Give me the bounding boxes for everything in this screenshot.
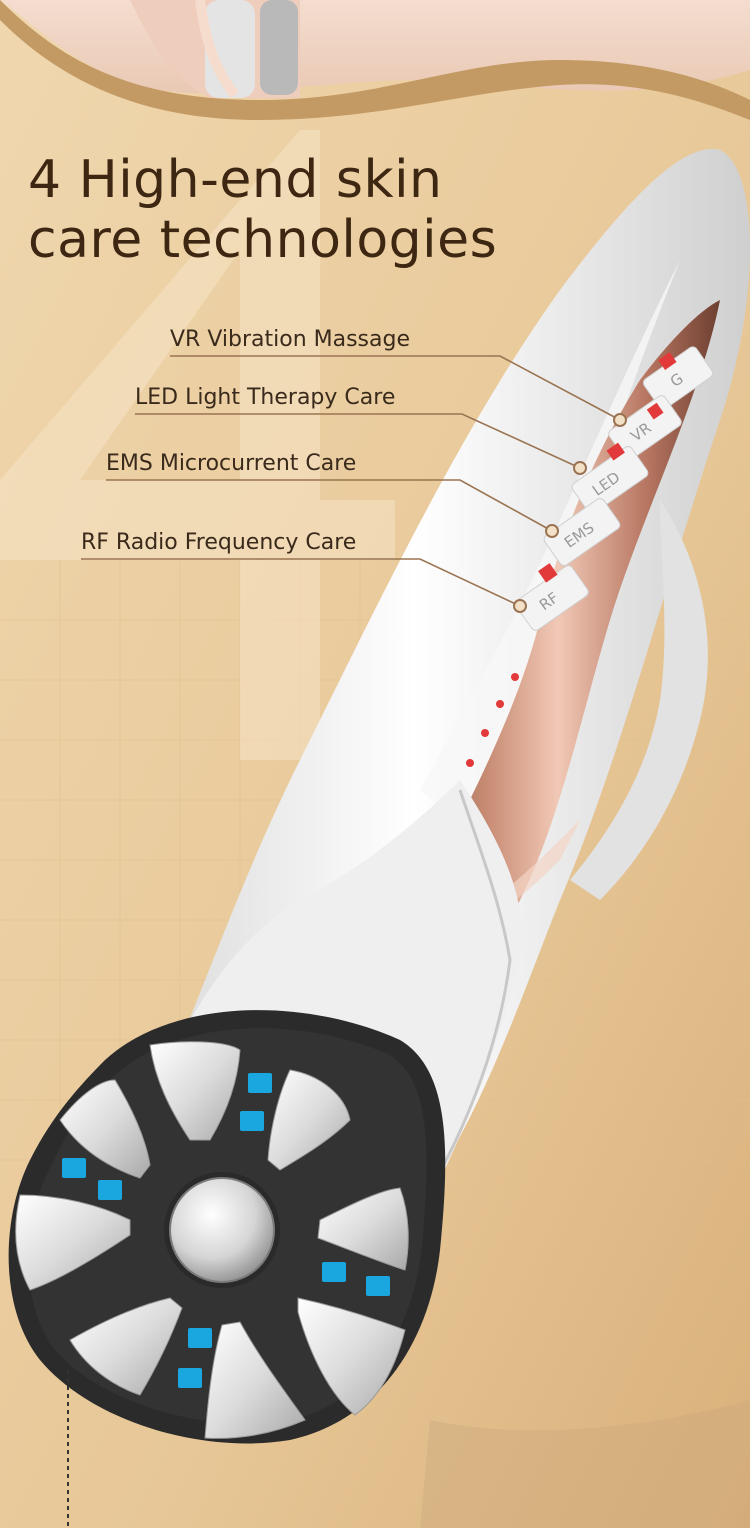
key-led[interactable]: LED xyxy=(566,438,650,515)
feature-label-led: LED Light Therapy Care xyxy=(135,385,396,410)
blue-led-lights xyxy=(62,1073,390,1388)
indicator-dots xyxy=(466,673,519,767)
head-pad xyxy=(15,1194,131,1291)
bottom-shadow xyxy=(420,1400,750,1528)
callout-marker-vr xyxy=(613,413,627,427)
head-pad xyxy=(267,1069,351,1171)
key-vr[interactable]: VR xyxy=(607,394,683,462)
hand xyxy=(130,0,300,99)
head-pad xyxy=(297,1297,406,1416)
headline-line-1: 4 High-end skin xyxy=(28,150,443,210)
treatment-head xyxy=(8,1010,446,1444)
callout-marker-ems xyxy=(545,524,559,538)
feature-label-ems: EMS Microcurrent Care xyxy=(106,451,357,476)
head-pad xyxy=(69,1297,183,1396)
watermark-number-4 xyxy=(0,130,395,760)
feature-label-rf: RF Radio Frequency Care xyxy=(81,530,357,555)
headline: 4 High-end skin care technologies xyxy=(28,150,497,270)
key-rf[interactable]: RF xyxy=(507,554,590,632)
headline-line-2: care technologies xyxy=(28,210,498,270)
callout-lines xyxy=(81,355,621,607)
head-pad xyxy=(204,1321,306,1439)
top-wave-band xyxy=(0,0,750,120)
key-g[interactable]: G xyxy=(637,338,715,411)
head-pad xyxy=(149,1041,241,1141)
key-ems[interactable]: EMS xyxy=(542,497,622,568)
callout-marker-rf xyxy=(513,599,527,613)
head-pad xyxy=(59,1079,151,1179)
head-pad xyxy=(317,1187,409,1271)
feature-label-vr: VR Vibration Massage xyxy=(170,327,411,352)
callout-marker-led xyxy=(573,461,587,475)
callout-markers xyxy=(513,413,627,613)
